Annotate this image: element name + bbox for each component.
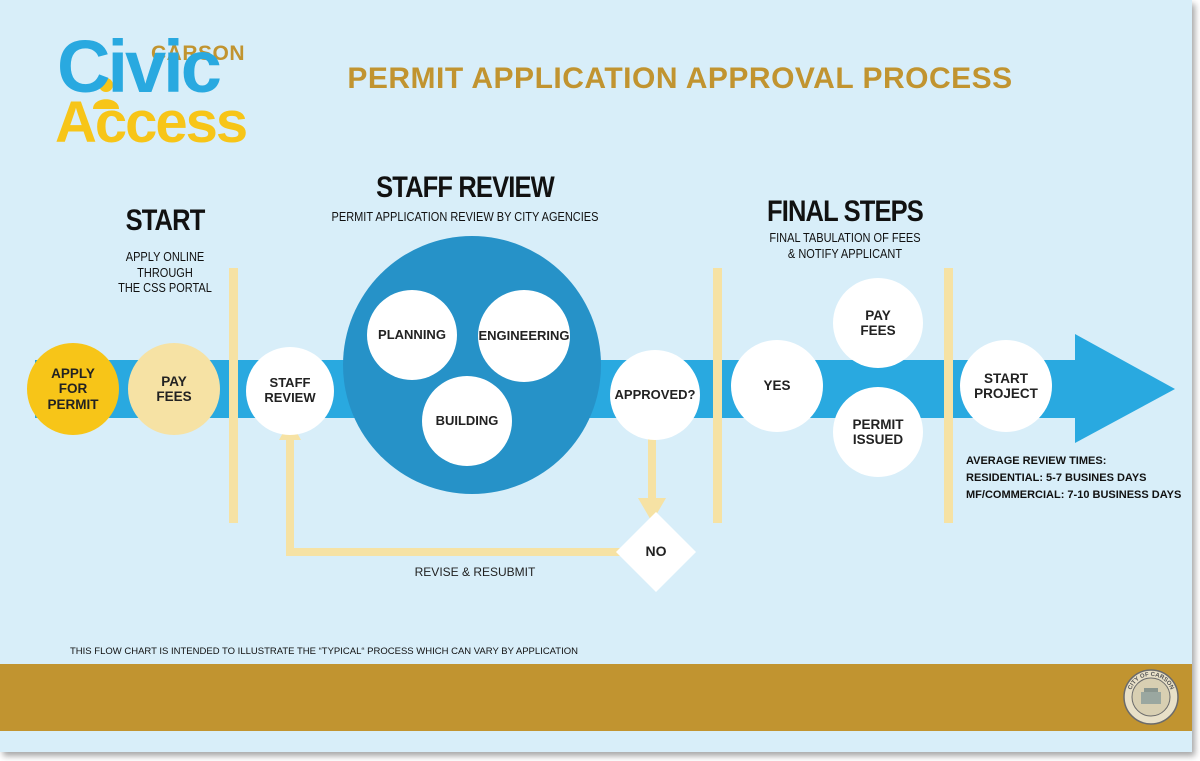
pay-fees-label-2: PAY FEES xyxy=(860,307,896,338)
logo-access-text: Access xyxy=(55,90,248,155)
page-title: PERMIT APPLICATION APPROVAL PROCESS xyxy=(347,62,1013,95)
engineering-label: ENGINEERING xyxy=(478,327,570,343)
pay-fees-node-1: PAY FEES xyxy=(128,343,220,435)
footer-bar: CITY OF CARSON xyxy=(0,664,1192,731)
divider-review xyxy=(713,268,722,523)
approved-down-arrowhead xyxy=(638,498,666,522)
revise-resubmit-label: REVISE & RESUBMIT xyxy=(414,565,536,579)
planning-node: PLANNING xyxy=(367,290,457,380)
start-project-label: START PROJECT xyxy=(974,370,1038,401)
divider-start xyxy=(229,268,238,523)
carson-civic-access-logo: CARSON Civic Access xyxy=(55,30,260,175)
building-node: BUILDING xyxy=(422,376,512,466)
pay-fees-label-1: PAY FEES xyxy=(156,373,192,404)
planning-label: PLANNING xyxy=(378,326,446,342)
apply-for-permit-label: APPLY FOR PERMIT xyxy=(47,366,99,412)
approved-decision-node: APPROVED? xyxy=(610,350,700,440)
permit-issued-label: PERMIT ISSUED xyxy=(852,416,904,447)
city-seal-icon: CITY OF CARSON xyxy=(1122,668,1180,726)
final-steps-section-subtitle: FINAL TABULATION OF FEES & NOTIFY APPLIC… xyxy=(769,231,921,261)
yes-node: YES xyxy=(731,340,823,432)
approved-label: APPROVED? xyxy=(614,386,696,402)
engineering-node: ENGINEERING xyxy=(478,290,570,382)
staff-review-section-subtitle: PERMIT APPLICATION REVIEW BY CITY AGENCI… xyxy=(331,210,599,224)
logo-city-text: CARSON xyxy=(151,42,246,65)
pay-fees-node-2: PAY FEES xyxy=(833,278,923,368)
review-times-heading: AVERAGE REVIEW TIMES: xyxy=(966,455,1107,467)
start-project-node: START PROJECT xyxy=(960,340,1052,432)
no-label: NO xyxy=(645,543,667,559)
start-section-title: START xyxy=(125,204,206,237)
resubmit-path xyxy=(286,438,630,556)
person-icon xyxy=(91,76,121,110)
staff-review-section-title: STAFF REVIEW xyxy=(376,171,555,204)
yes-label: YES xyxy=(763,378,791,394)
divider-final xyxy=(944,268,953,523)
building-label: BUILDING xyxy=(435,412,499,428)
disclaimer-footnote: THIS FLOW CHART IS INTENDED TO ILLUSTRAT… xyxy=(70,646,578,657)
review-times-residential: RESIDENTIAL: 5-7 BUSINES DAYS xyxy=(966,472,1147,485)
logo-civic-text: Civic xyxy=(57,25,222,108)
final-steps-section-title: FINAL STEPS xyxy=(767,195,924,228)
permit-issued-node: PERMIT ISSUED xyxy=(833,387,923,477)
review-times-block: AVERAGE REVIEW TIMES: RESIDENTIAL: 5-7 B… xyxy=(966,453,1186,504)
start-section-subtitle: APPLY ONLINE THROUGH THE CSS PORTAL xyxy=(118,250,212,296)
staff-review-node: STAFF REVIEW xyxy=(246,347,334,435)
main-flow-arrow-head xyxy=(1075,334,1175,443)
staff-review-label: STAFF REVIEW xyxy=(264,375,316,405)
apply-for-permit-node: APPLY FOR PERMIT xyxy=(27,343,119,435)
no-decision-diamond xyxy=(616,512,696,592)
review-times-commercial: MF/COMMERCIAL: 7-10 BUSINESS DAYS xyxy=(966,489,1182,502)
